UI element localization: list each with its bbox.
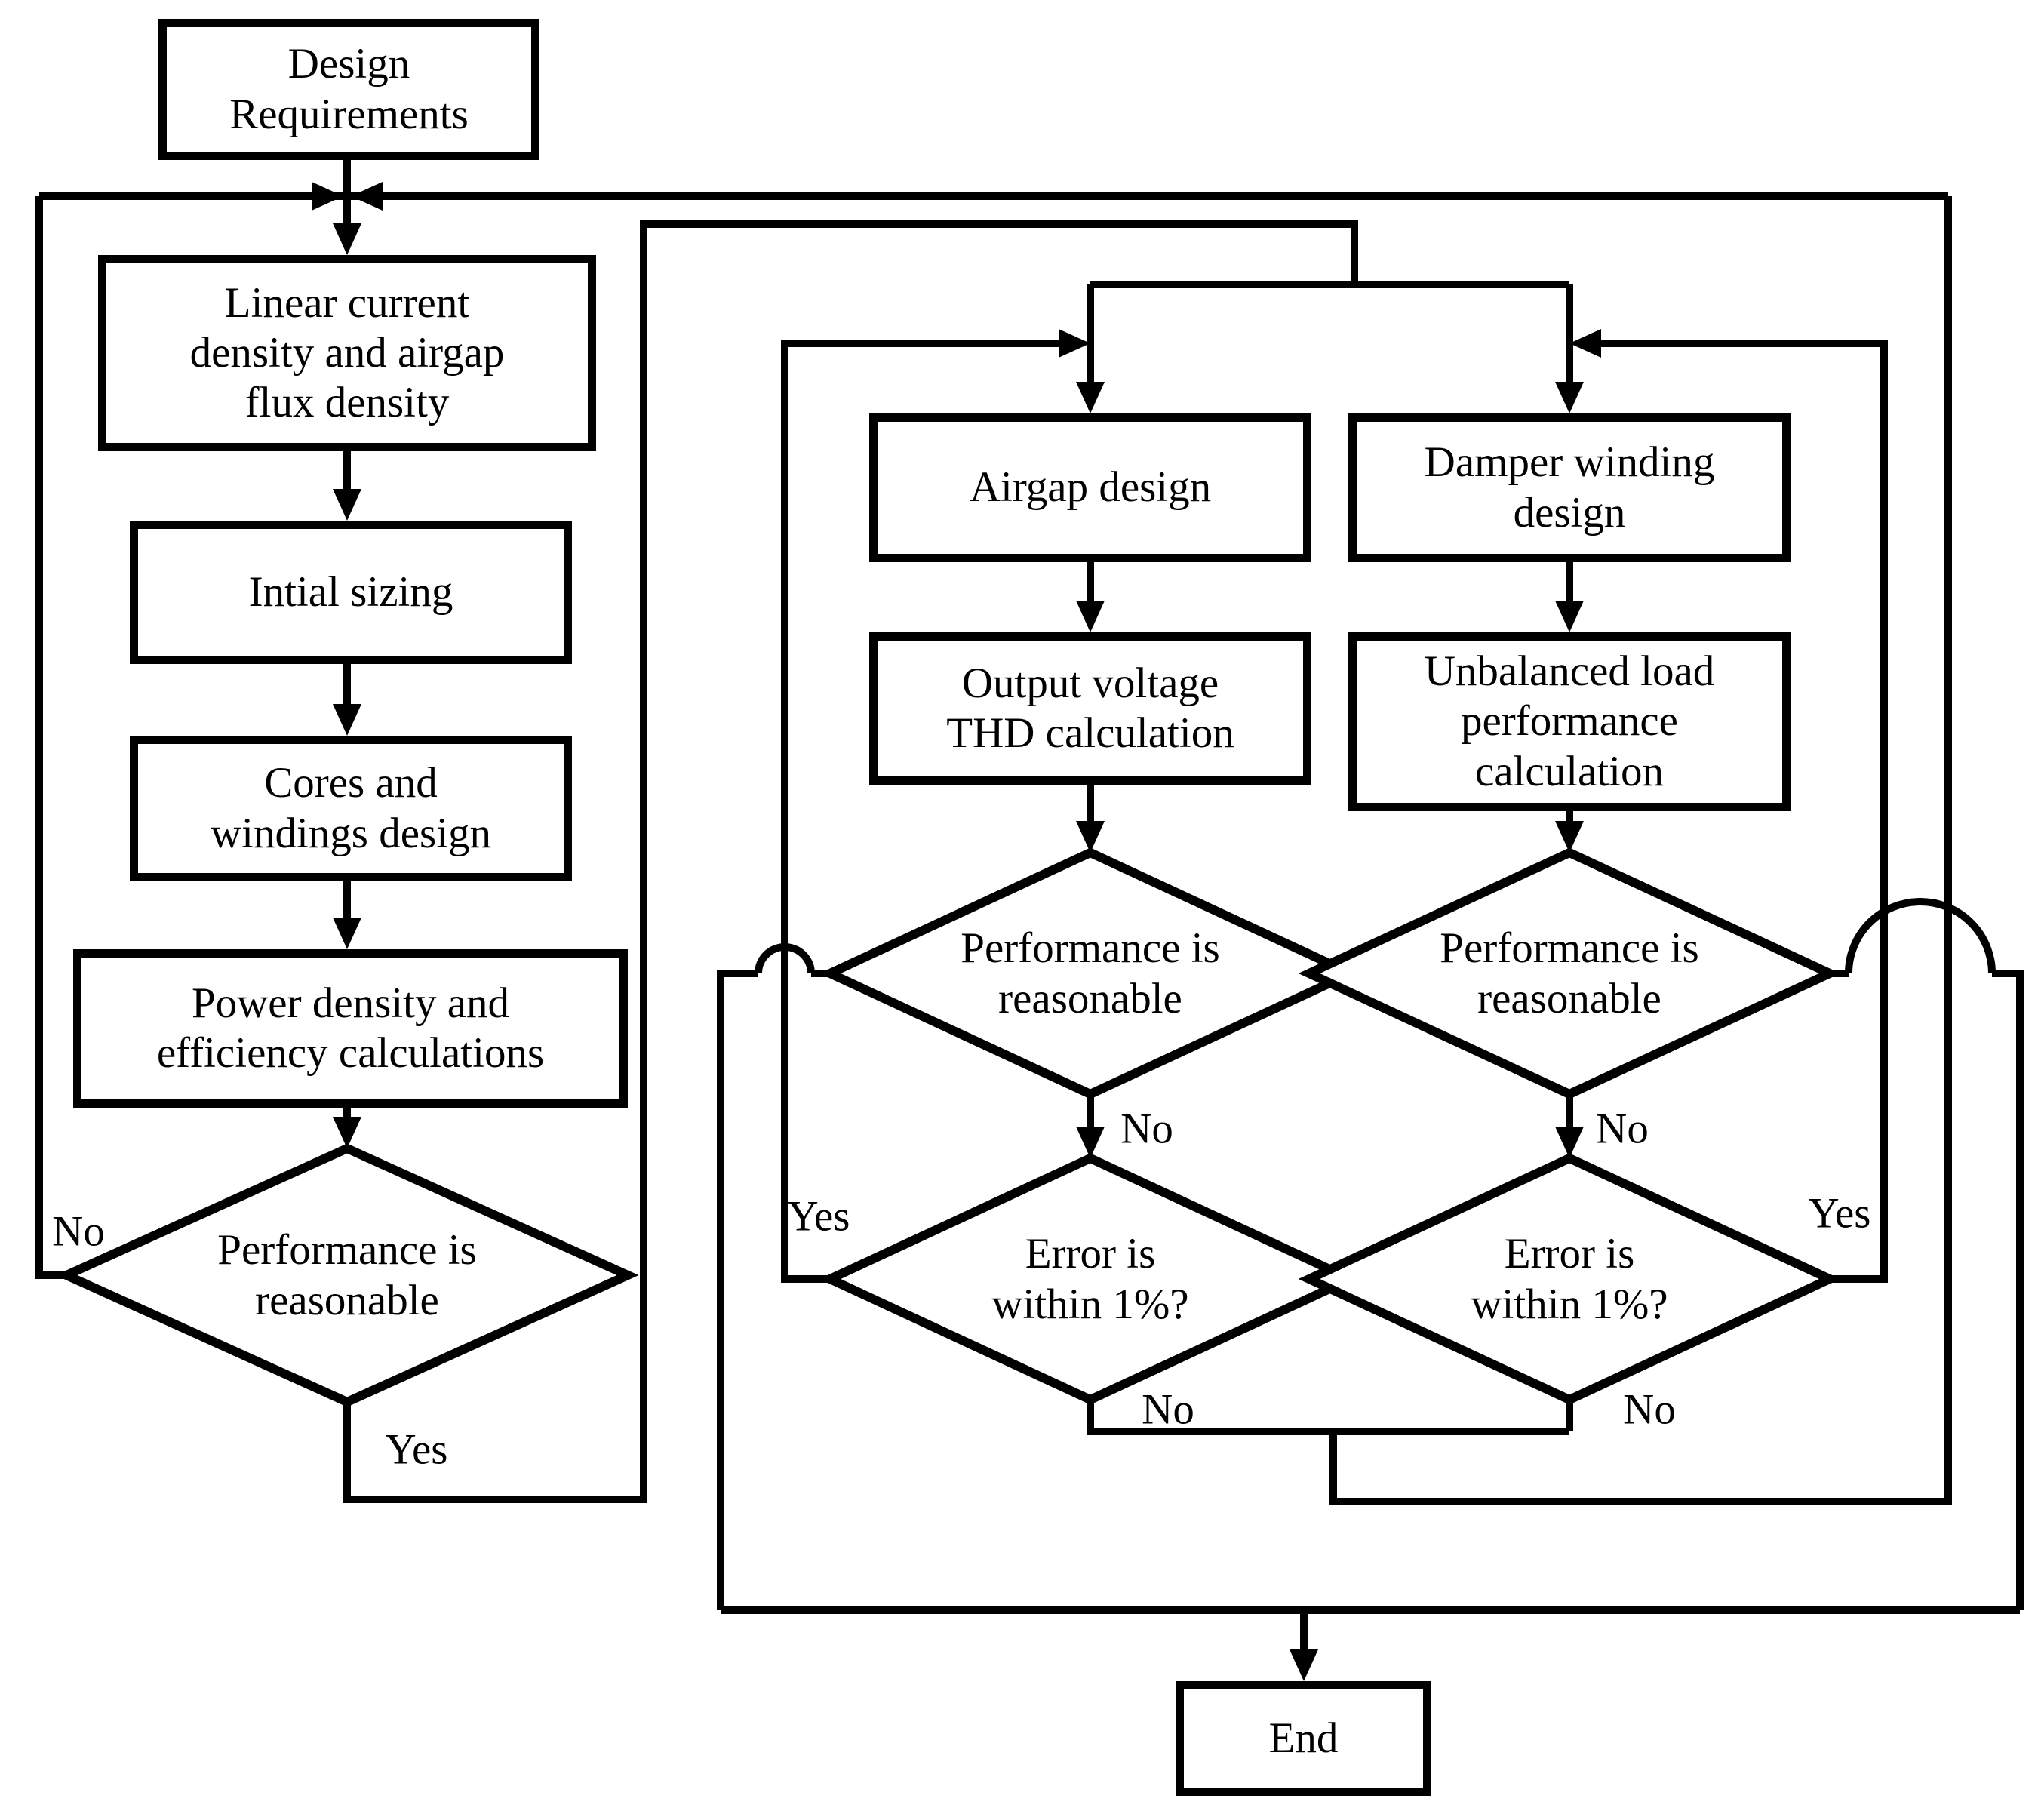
process-box-output-thd: Output voltage THD calculation [869, 632, 1311, 785]
decision-label-unbalanced-error: Error is within 1%? [1471, 1229, 1668, 1328]
decision-diamond-thd-error [819, 1153, 1362, 1405]
decision-diamond-unbalanced-performance [1298, 847, 1841, 1099]
edge-label-initial-yes: Yes [385, 1425, 448, 1474]
edge-label-unbalanced-error-no: No [1623, 1385, 1676, 1434]
process-box-initial-sizing: Intial sizing [130, 521, 572, 664]
edge-label-thd-error-yes: Yes [787, 1192, 850, 1240]
edge-label-initial-no: No [52, 1207, 105, 1256]
decision-diamonds [55, 847, 1841, 1407]
process-box-design-requirements: Design Requirements [158, 19, 539, 160]
process-box-power-density: Power density and efficiency calculation… [73, 949, 628, 1108]
process-box-linear-current-density: Linear current density and airgap flux d… [98, 255, 596, 451]
edge-label-thd-error-no: No [1142, 1385, 1194, 1434]
decision-label-initial-performance: Performance is reasonable [217, 1225, 477, 1324]
edge-label-unbalanced-error-yes: Yes [1808, 1189, 1871, 1237]
process-box-end: End [1176, 1681, 1431, 1796]
decision-diamond-thd-performance [819, 847, 1362, 1099]
decision-label-unbalanced-performance: Performance is reasonable [1440, 924, 1699, 1022]
edge-label-unbalanced-perf-no: No [1596, 1105, 1649, 1153]
decision-diamond-unbalanced-error [1298, 1153, 1841, 1405]
decision-label-thd-performance: Performance is reasonable [961, 924, 1220, 1022]
arrowheads [312, 182, 1601, 1681]
process-box-damper-winding: Damper winding design [1348, 413, 1791, 562]
edge-label-thd-perf-no: No [1120, 1105, 1173, 1153]
process-box-airgap-design: Airgap design [869, 413, 1311, 562]
decision-diamond-initial-performance [55, 1143, 639, 1407]
decision-label-thd-error: Error is within 1%? [991, 1229, 1189, 1328]
process-box-unbalanced-load: Unbalanced load performance calculation [1348, 632, 1791, 811]
process-box-cores-windings: Cores and windings design [130, 736, 572, 881]
